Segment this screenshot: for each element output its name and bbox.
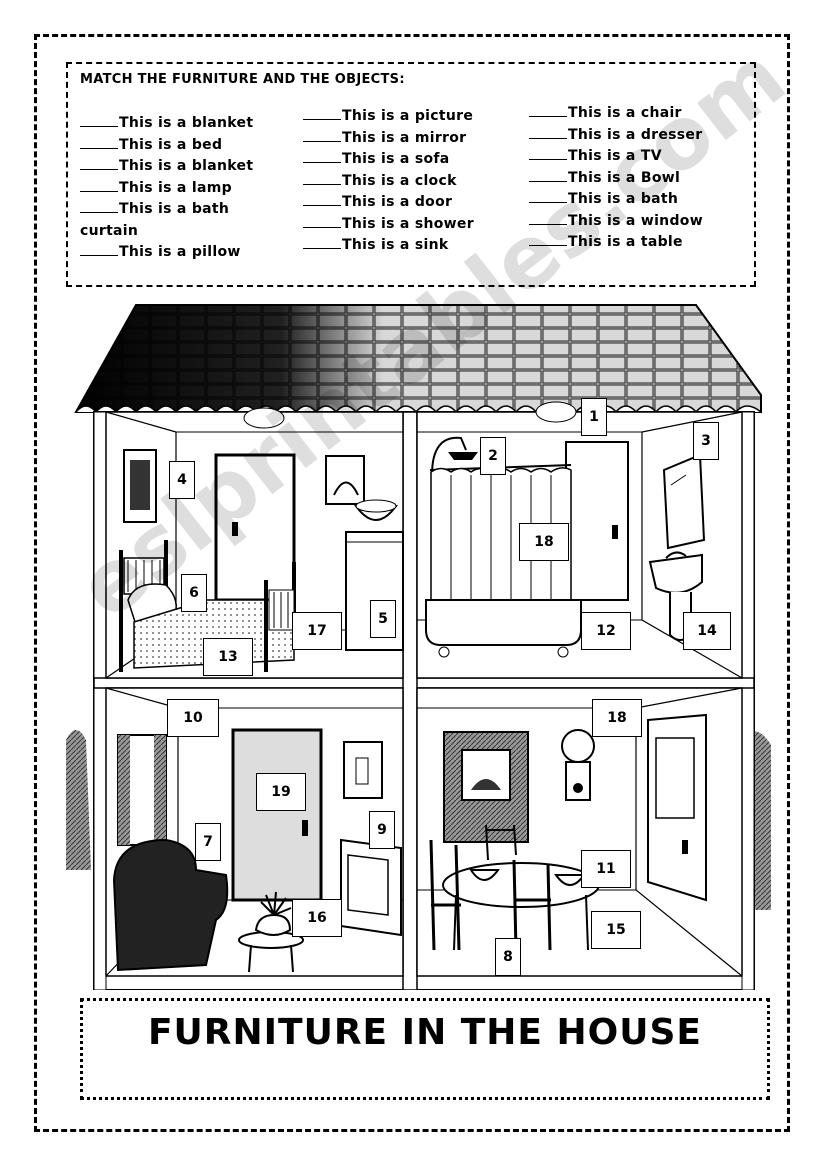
dining-room: [416, 687, 743, 977]
number-label: 19: [256, 773, 306, 811]
number-label: 1: [581, 398, 607, 436]
exercise-item: This is a dresser: [529, 125, 703, 147]
exercise-item: This is a clock: [303, 171, 474, 193]
number-label: 16: [292, 899, 342, 937]
exercise-item: This is a Bowl: [529, 168, 703, 190]
number-label: 12: [581, 612, 631, 650]
exercise-box: [66, 62, 756, 287]
exercise-item: This is a bed: [80, 135, 253, 157]
number-label: 18: [519, 523, 569, 561]
exercise-item: This is a window: [529, 211, 703, 233]
number-label: 5: [370, 600, 396, 638]
exercise-title: MATCH THE FURNITURE AND THE OBJECTS:: [80, 72, 405, 87]
exercise-item: This is a bath: [80, 199, 253, 221]
page-border: [34, 34, 790, 1132]
number-label: 11: [581, 850, 631, 888]
exercise-item: This is a mirror: [303, 128, 474, 150]
exercise-item: This is a sofa: [303, 149, 474, 171]
number-label: 14: [683, 612, 731, 650]
bush: [66, 730, 91, 870]
exercise-item: This is a TV: [529, 146, 703, 168]
exercise-item: This is a sink: [303, 235, 474, 257]
number-label: 2: [480, 437, 506, 475]
exercise-item: This is a picture: [303, 106, 474, 128]
exercise-item: This is a blanket: [80, 156, 253, 178]
exercise-item: This is a bath: [529, 189, 703, 211]
number-label: 4: [169, 461, 195, 499]
number-label: 8: [495, 938, 521, 976]
exercise-item: This is a pillow: [80, 242, 253, 264]
number-label: 3: [693, 422, 719, 460]
number-label: 10: [167, 699, 219, 737]
floor-divider: [93, 677, 755, 689]
page-title: FURNITURE IN THE HOUSE: [147, 1012, 703, 1053]
living-room: [105, 687, 404, 977]
title-box: [80, 998, 770, 1100]
number-label: 9: [369, 811, 395, 849]
number-label: 18: [592, 699, 642, 737]
exercise-item-wrap: curtain: [80, 222, 139, 239]
exercise-item: This is a shower: [303, 214, 474, 236]
bedroom: [105, 407, 404, 679]
exercise-item: This is a blanket: [80, 113, 253, 135]
number-label: 13: [203, 638, 253, 676]
number-label: 6: [181, 574, 207, 612]
exercise-column-2: This is a picture This is a mirror This …: [303, 106, 474, 257]
exercise-item: This is a door: [303, 192, 474, 214]
exercise-column-1: This is a blanket This is a bed This is …: [80, 113, 253, 264]
roof: [74, 304, 762, 414]
number-label: 7: [195, 823, 221, 861]
middle-wall: [402, 411, 418, 990]
exercise-item: This is a chair: [529, 103, 703, 125]
exercise-item: This is a table: [529, 232, 703, 254]
exercise-item: This is a lamp: [80, 178, 253, 200]
number-label: 15: [591, 911, 641, 949]
number-label: 17: [292, 612, 342, 650]
exercise-column-3: This is a chair This is a dresser This i…: [529, 103, 703, 254]
